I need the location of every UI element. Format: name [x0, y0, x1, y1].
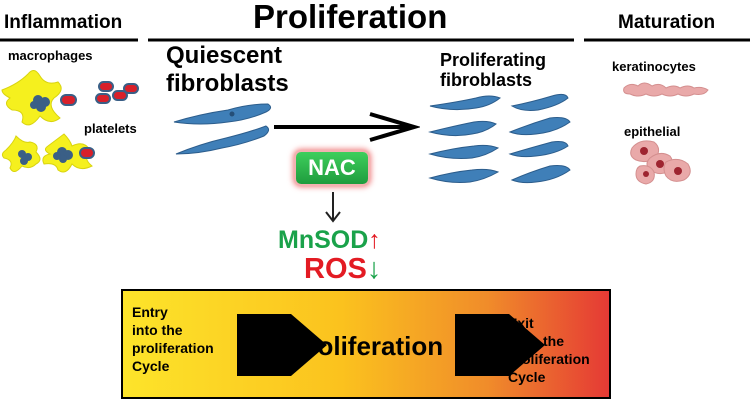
entry-line2: into the [132, 322, 183, 338]
proliferating-label-line1: Proliferating [440, 50, 547, 70]
exit-line2: from the [508, 333, 564, 349]
platelets-label: platelets [84, 121, 137, 136]
chevron-arrow-left [237, 314, 327, 376]
fibroblast-cell [510, 93, 569, 111]
keratinocytes-illustration [623, 82, 709, 97]
platelet-1 [60, 94, 77, 106]
macrophage-cell-3 [42, 133, 93, 173]
proliferating-fibroblasts [428, 93, 571, 184]
ros-label: ROS [304, 253, 367, 285]
platelet-6 [79, 147, 95, 159]
platelet-2 [98, 81, 114, 92]
cycle-center-label: Proliferation [290, 331, 444, 361]
platelet-5 [112, 90, 128, 101]
macrophage-cell-1 [1, 70, 62, 126]
macrophage-cell-2 [1, 135, 41, 172]
epithelial-illustration [630, 140, 691, 185]
mnsod-label: MnSOD [278, 226, 369, 254]
quiescent-label-line2: fibroblasts [166, 70, 289, 97]
entry-line3: proliferation [132, 340, 214, 356]
proliferation-arrow [274, 112, 420, 142]
cycle-chevrons [237, 314, 545, 376]
exit-line1: Exit [508, 315, 534, 331]
ros-row: ROS↓ [304, 254, 381, 284]
fibroblast-cell [428, 144, 500, 159]
header-inflammation: Inflammation [4, 12, 123, 33]
mnsod-up-arrow: ↑ [368, 226, 381, 254]
inflammation-cells [1, 70, 139, 173]
entry-text: Entry into the proliferation Cycle [132, 303, 214, 375]
mnsod-row: MnSOD↑ [278, 226, 381, 254]
fibroblast-cell [508, 141, 569, 158]
exit-line3: proliferation [508, 351, 590, 367]
quiescent-label: Quiescent fibroblasts [166, 42, 289, 98]
platelet-3 [123, 83, 139, 94]
fibroblast-cell [508, 117, 571, 136]
fibroblast-cell [510, 165, 571, 184]
keratinocytes-label: keratinocytes [612, 59, 696, 74]
header-proliferation: Proliferation [253, 0, 448, 35]
nac-box: NAC [296, 152, 368, 184]
fibroblast-cell [429, 95, 501, 111]
fibroblast-cell [175, 125, 270, 155]
nac-label: NAC [308, 155, 356, 180]
fibroblast-cell [428, 120, 497, 137]
fibroblast-cell [173, 103, 272, 125]
quiescent-label-line1: Quiescent [166, 42, 283, 69]
ros-down-arrow: ↓ [366, 253, 382, 285]
chevron-arrow-right [455, 314, 545, 376]
header-lines [0, 38, 750, 42]
exit-text: Exit from the proliferation Cycle [508, 314, 590, 386]
macrophages-label: macrophages [8, 48, 93, 63]
entry-line1: Entry [132, 304, 168, 320]
epithelial-label: epithelial [624, 124, 681, 139]
quiescent-fibroblasts [173, 103, 272, 155]
proliferating-label: Proliferating fibroblasts [440, 50, 546, 90]
exit-line4: Cycle [508, 369, 546, 385]
platelet-4 [95, 93, 111, 104]
proliferating-label-line2: fibroblasts [440, 70, 533, 90]
fibroblast-cell [428, 168, 500, 183]
header-maturation: Maturation [618, 12, 716, 33]
entry-line4: Cycle [132, 358, 170, 374]
nac-down-arrow [325, 192, 341, 223]
